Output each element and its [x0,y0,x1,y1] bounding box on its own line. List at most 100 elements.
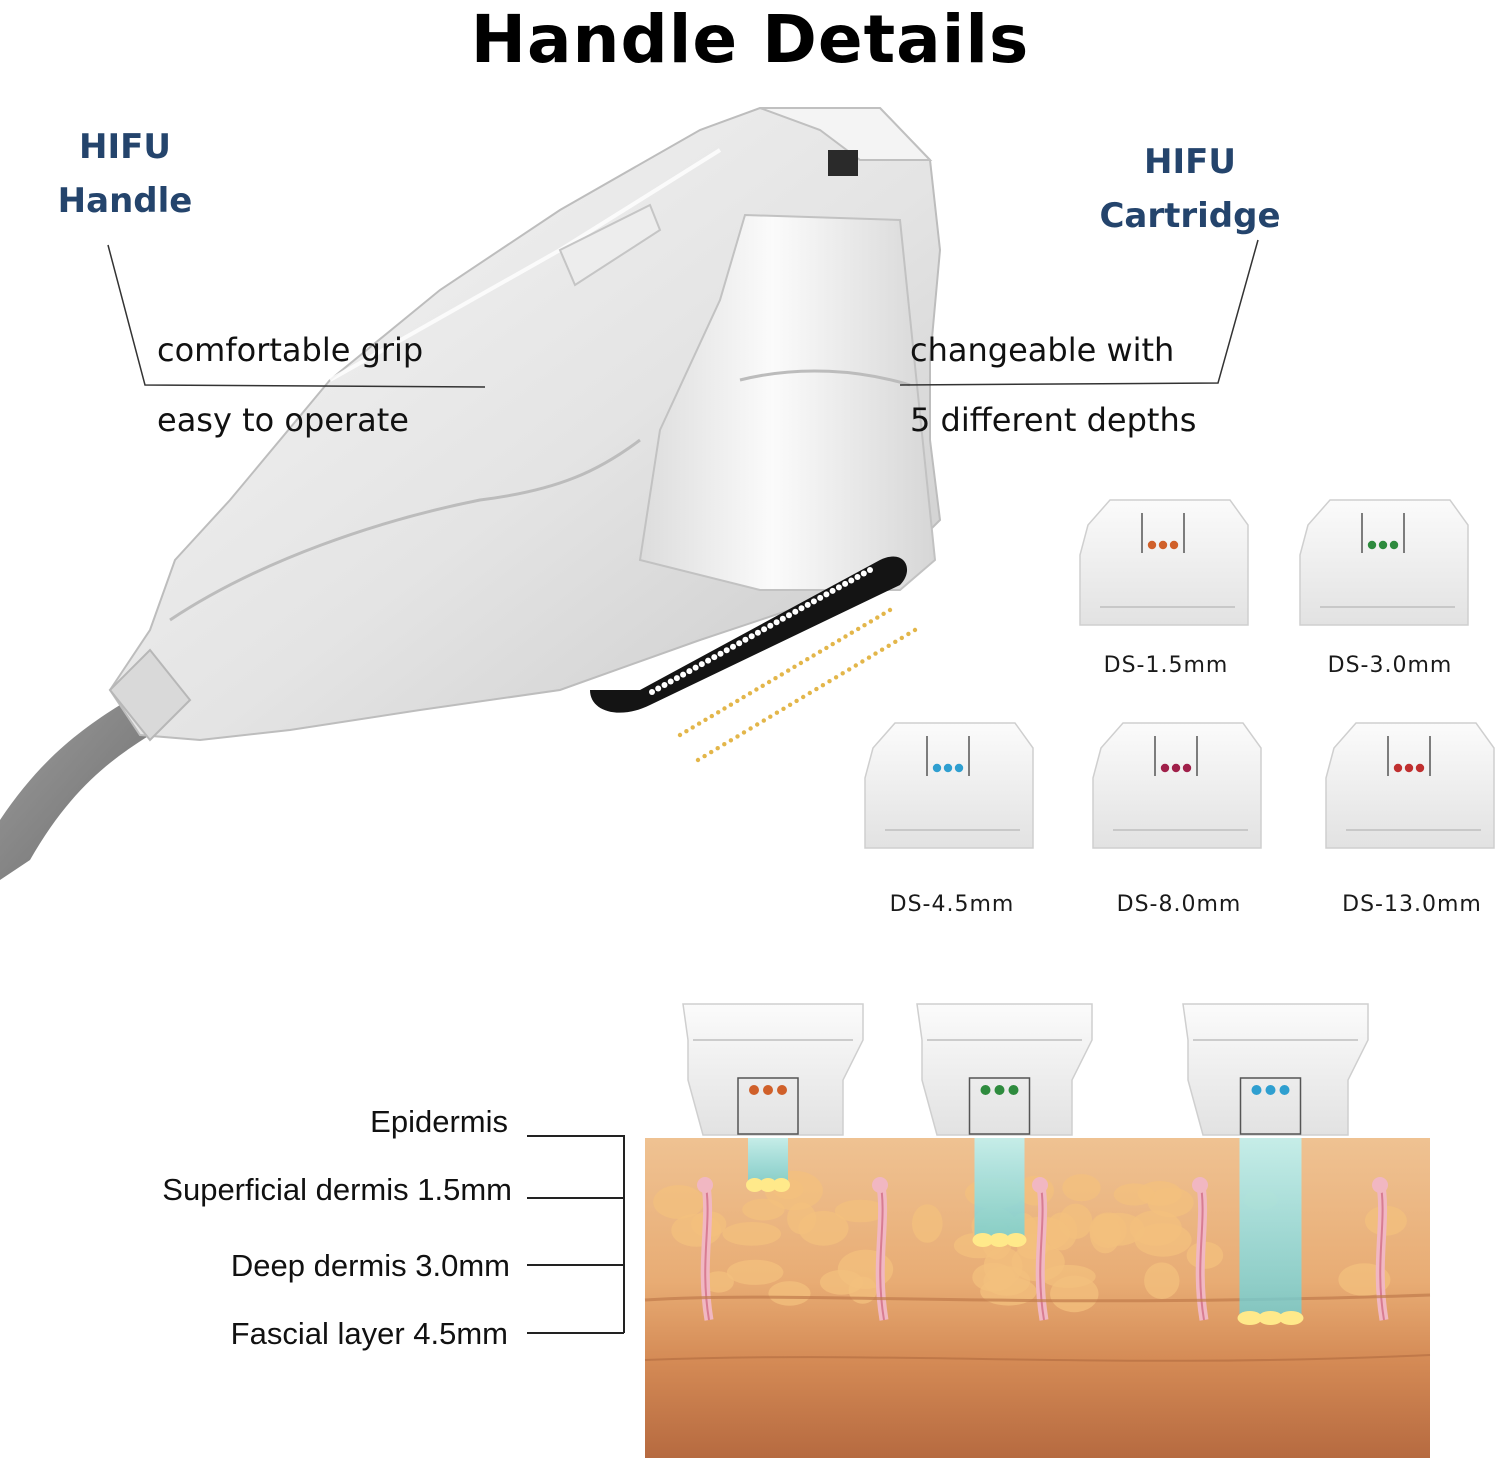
focal-dot [801,694,806,700]
fat-cell [1144,1262,1180,1299]
depth-indicator-dot [1389,540,1399,550]
handle-title-line2: Handle [57,181,193,221]
page-title: Handle Details [470,1,1030,78]
treatment-cartridge-1 [682,1003,864,1192]
focal-dot [893,639,898,644]
focal-dot [811,653,816,658]
focal-dot [798,660,804,666]
fat-cell [834,1199,887,1223]
focal-dot [747,691,753,696]
focal-dot [709,749,714,755]
depth-indicator-dot [1404,763,1414,773]
focal-dots [677,607,918,763]
transducer-dot [698,661,705,668]
focal-dot [754,687,759,692]
focal-dot [879,647,885,652]
focal-dot [849,630,854,635]
depth-indicator-dot [1158,540,1168,550]
layer-label-deep-dermis: Deep dermis 3.0mm [230,1248,510,1283]
focal-dot [817,649,823,654]
focal-dot [722,742,727,747]
focal-dot [820,683,826,688]
focal-dot [728,738,734,743]
focal-dot [887,607,893,613]
follicle [697,1177,714,1321]
focal-dot [696,721,702,726]
focal-point [1005,1233,1027,1247]
focal-dot [774,710,780,715]
depth-label-3: DS-4.5mm [889,892,1015,917]
ultrasound-beam [1239,1138,1302,1318]
layer-label-superficial-dermis: Superficial dermis 1.5mm [162,1172,512,1207]
focal-dot [703,717,708,722]
depth-indicator-dot [932,763,942,773]
handle-title: HIFU Handle [40,120,210,228]
callout-lines [107,239,1259,388]
focal-dot [709,713,714,719]
transducer-dot [854,574,861,580]
ultrasound-beam [974,1138,1025,1240]
focal-dot [779,672,784,677]
depth-indicator-dot [763,1085,773,1095]
transducer-dot [667,678,674,685]
focal-dot [875,615,880,620]
focal-point [1278,1311,1304,1325]
transducer-dot [779,615,786,622]
focal-dot [786,668,791,673]
cartridge-feature-depths: 5 different depths [910,401,1197,439]
focal-dot [843,634,848,639]
focal-dot [684,729,689,734]
focal-dot [860,659,865,664]
fat-cell [1113,1183,1155,1206]
focal-dot [840,671,845,676]
fat-cell [912,1204,943,1243]
depth-indicator-dot [1378,540,1388,550]
focal-point [746,1178,764,1192]
focal-dot [722,706,727,711]
focal-dot [792,664,797,669]
transducer-dot [860,570,867,577]
focal-dot [695,757,701,763]
cartridge-title-line1: HIFU [1144,142,1236,182]
focal-dot [766,679,772,685]
transducer-dot [686,668,693,675]
focal-dot [866,655,872,660]
depth-indicator-dot [749,1085,759,1095]
handle-title-line1: HIFU [79,127,171,167]
focal-dot [715,746,720,751]
transducer-dot [673,675,680,682]
transducer-dot [804,601,811,608]
transducer-dot [661,682,668,688]
layer-label-epidermis: Epidermis [370,1104,508,1139]
focal-dot [805,657,810,662]
depth-cartridge-4 [1092,722,1262,849]
depth-indicator-dot [1279,1085,1290,1095]
depth-label-2: DS-3.0mm [1327,653,1453,678]
cable [0,705,150,880]
cartridge-feature-changeable: changeable with [910,331,1175,369]
transducer-dot [736,640,743,647]
transducer-dot [867,567,873,573]
focal-dot [824,645,829,651]
focal-dot [881,611,886,616]
focal-dot [836,638,842,643]
fat-cell [768,1281,811,1306]
transducer-dot [835,584,842,591]
transducer-dot [829,587,836,594]
focal-dot [827,679,832,684]
transducer-dot [730,643,736,650]
focal-dot [912,627,918,633]
depth-indicator-dot [1251,1085,1262,1095]
focal-dot [748,726,753,731]
transducer-dot [823,591,830,598]
focal-dot [856,626,861,632]
transducer-dot [748,633,755,640]
focal-dot [760,683,765,688]
focal-point [759,1178,777,1192]
transducer-dot [680,671,687,678]
focal-dot [735,734,740,739]
depth-label-1: DS-1.5mm [1103,653,1229,678]
follicle [1372,1177,1389,1321]
